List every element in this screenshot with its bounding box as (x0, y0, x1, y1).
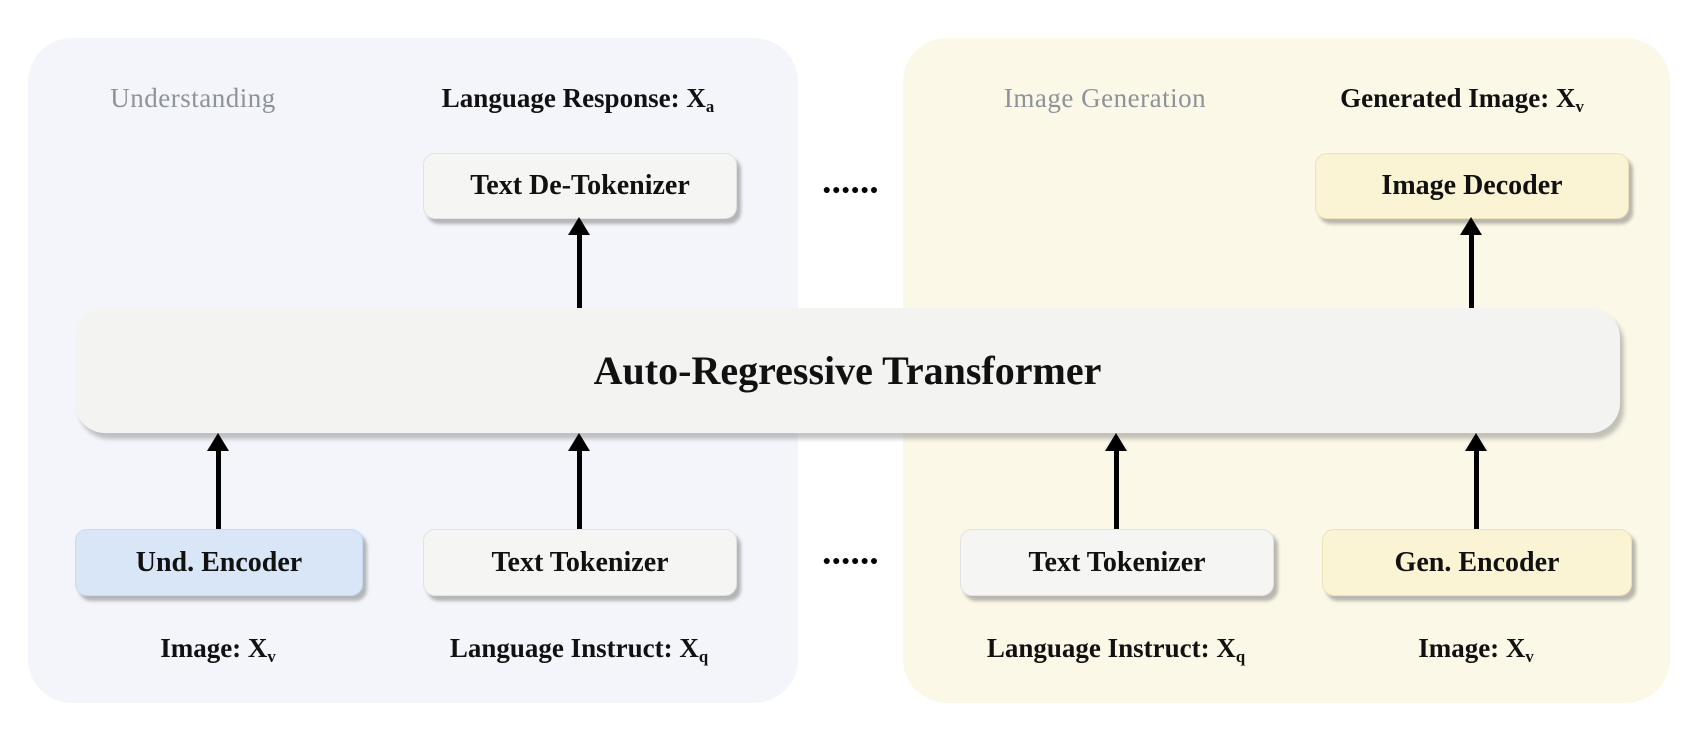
language-response-label: Language Response: Xa (441, 82, 715, 117)
arrow-up-to-text-de-tokenizer (567, 217, 591, 308)
language-instruct-subscript-left: q (698, 647, 709, 667)
arrowhead-icon (568, 217, 590, 235)
image-input-label-left: Image: Xv (160, 632, 276, 667)
arrow-shaft (576, 451, 582, 529)
arrow-shaft (215, 451, 221, 529)
image-input-subscript-right: v (1525, 647, 1534, 667)
language-instruct-subscript-right: q (1235, 647, 1246, 667)
language-instruct-label-right: Language Instruct: Xq (986, 632, 1246, 667)
arrow-shaft (576, 235, 582, 308)
text-de-tokenizer-box: Text De-Tokenizer (423, 153, 737, 219)
arrowhead-icon (207, 433, 229, 451)
arrow-shaft (1473, 451, 1479, 529)
image-generation-title: Image Generation (1003, 83, 1207, 113)
image-input-label-right: Image: Xv (1418, 632, 1534, 667)
language-instruct-label-left: Language Instruct: Xq (449, 632, 709, 667)
arrow-up-to-image-decoder (1459, 217, 1483, 308)
language-instruct-text-right: Language Instruct: X (986, 633, 1236, 663)
image-input-text-right: Image: X (1418, 633, 1526, 663)
understanding-title: Understanding (110, 83, 276, 113)
generated-image-subscript: v (1575, 97, 1584, 117)
image-input-text-left: Image: X (160, 633, 268, 663)
image-decoder-box: Image Decoder (1315, 153, 1629, 219)
language-instruct-text-left: Language Instruct: X (449, 633, 699, 663)
arrow-up-from-und-encoder (206, 433, 230, 529)
text-tokenizer-right-box: Text Tokenizer (960, 529, 1274, 596)
generated-image-label: Generated Image: Xv (1340, 82, 1584, 117)
text-tokenizer-left-box: Text Tokenizer (423, 529, 737, 596)
generated-image-text: Generated Image: X (1340, 83, 1576, 113)
arrowhead-icon (568, 433, 590, 451)
ellipsis-dots-top-icon: ●●●●●● (822, 183, 880, 198)
language-response-subscript: a (705, 97, 715, 117)
arrowhead-icon (1460, 217, 1482, 235)
arrow-shaft (1468, 235, 1474, 308)
arrow-shaft (1113, 451, 1119, 529)
arrowhead-icon (1105, 433, 1127, 451)
arrow-up-from-text-tokenizer-left (567, 433, 591, 529)
gen-encoder-box: Gen. Encoder (1322, 529, 1632, 596)
image-input-subscript-left: v (267, 647, 276, 667)
auto-regressive-transformer-bar: Auto-Regressive Transformer (75, 308, 1620, 433)
arrow-up-from-gen-encoder (1464, 433, 1488, 529)
arrow-up-from-text-tokenizer-right (1104, 433, 1128, 529)
language-response-text: Language Response: X (441, 83, 706, 113)
arrowhead-icon (1465, 433, 1487, 451)
und-encoder-box: Und. Encoder (75, 529, 363, 596)
ellipsis-dots-bottom-icon: ●●●●●● (822, 554, 880, 569)
